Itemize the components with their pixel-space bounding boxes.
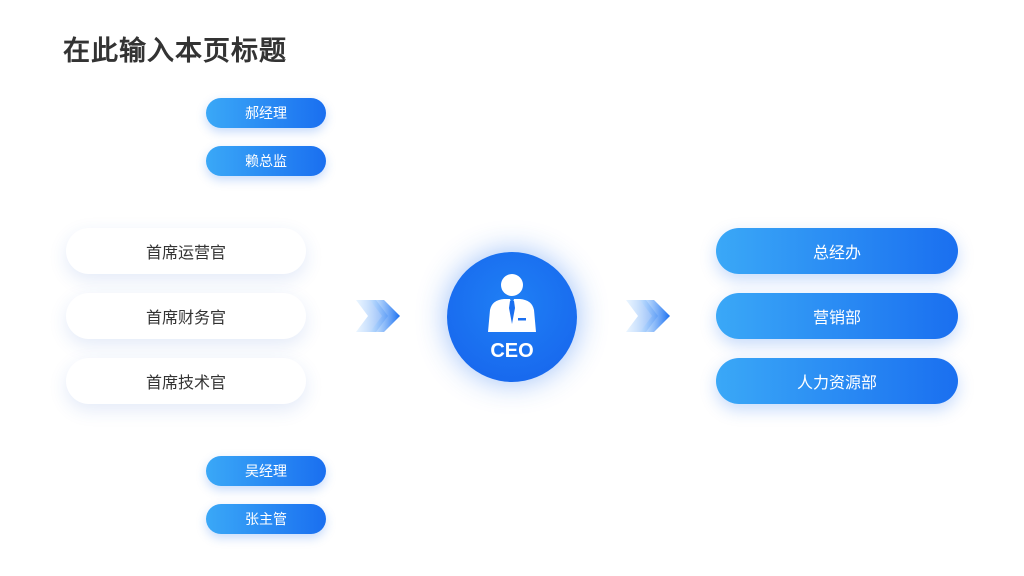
supervisor-node-zhang[interactable]: 张主管 [206,504,326,534]
manager-node-hao[interactable]: 郝经理 [206,98,326,128]
businessman-icon [488,274,536,332]
director-node-lai[interactable]: 赖总监 [206,146,326,176]
page-title: 在此输入本页标题 [63,36,287,67]
double-chevron-arrow-icon [356,300,400,332]
chief-node-cto[interactable]: 首席技术官 [66,358,306,404]
chief-node-cfo[interactable]: 首席财务官 [66,293,306,339]
department-node-hr[interactable]: 人力资源部 [716,358,958,404]
department-node-marketing[interactable]: 营销部 [716,293,958,339]
ceo-label: CEO [490,340,534,362]
ceo-node[interactable]: CEO [447,252,577,382]
double-chevron-arrow-icon [626,300,670,332]
department-node-general-office[interactable]: 总经办 [716,228,958,274]
manager-node-wu[interactable]: 吴经理 [206,456,326,486]
chief-node-coo[interactable]: 首席运营官 [66,228,306,274]
